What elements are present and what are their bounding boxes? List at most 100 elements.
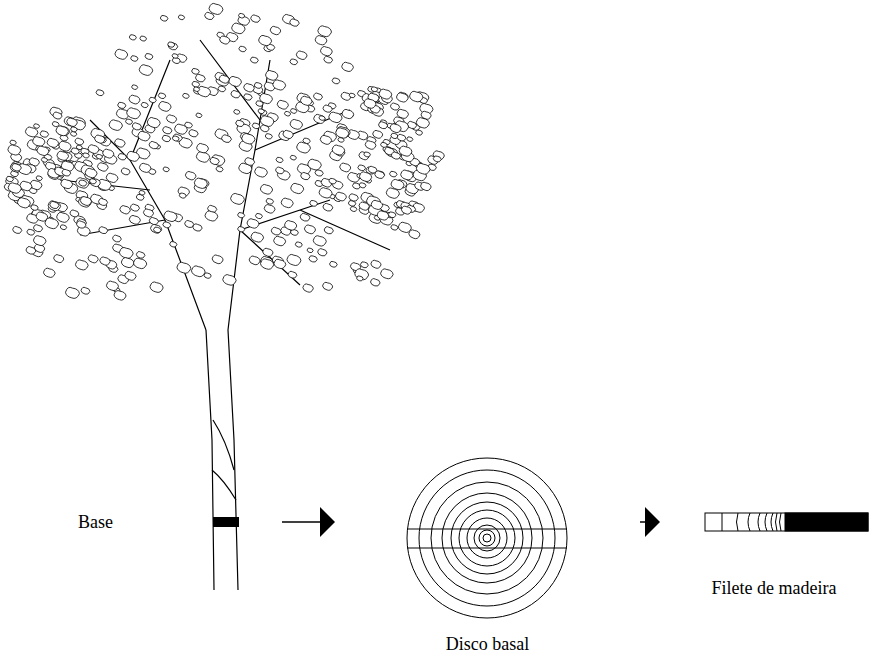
- leaf-cluster: [31, 205, 38, 211]
- leaf-cluster: [251, 232, 264, 242]
- leaf-cluster: [118, 102, 126, 109]
- leaf-cluster: [310, 200, 318, 206]
- branch: [60, 40, 390, 285]
- leaf-cluster: [54, 255, 64, 263]
- leaf-cluster: [309, 256, 317, 263]
- leaf-cluster: [399, 146, 412, 156]
- leaf-cluster: [159, 101, 171, 111]
- leaf-cluster: [40, 131, 49, 138]
- wood-strip: [705, 513, 868, 531]
- leaf-cluster: [139, 163, 151, 172]
- leaf-cluster: [359, 183, 366, 188]
- leaf-cluster: [397, 93, 409, 102]
- leaf-cluster: [88, 255, 98, 263]
- strip-rings: [722, 513, 781, 531]
- tree-branches: [60, 40, 390, 590]
- leaf-cluster: [119, 247, 133, 258]
- leaf-cluster: [238, 212, 245, 218]
- leaf-cluster: [97, 163, 108, 172]
- growth-ring: [419, 470, 555, 606]
- leaf-cluster: [379, 122, 388, 129]
- process-arrow: [282, 507, 335, 537]
- leaf-cluster: [80, 197, 91, 206]
- leaf-cluster: [358, 165, 366, 171]
- base-band: [213, 517, 239, 527]
- leaf-cluster: [263, 248, 273, 256]
- leaf-cluster: [242, 133, 255, 144]
- leaf-cluster: [391, 225, 398, 231]
- base-label-area: Base: [75, 505, 282, 541]
- trunk-twist: [212, 420, 236, 500]
- figure-label: Disco basal: [446, 634, 529, 656]
- leaf-cluster: [260, 125, 269, 132]
- figure-label: Filete de madeira: [712, 578, 837, 600]
- leaf-cluster: [127, 108, 141, 119]
- branch: [90, 120, 206, 330]
- leaf-cluster: [89, 179, 96, 185]
- leaf-cluster: [323, 203, 333, 211]
- leaf-cluster: [60, 225, 66, 230]
- leaf-cluster: [168, 42, 178, 50]
- leaf-cluster: [96, 154, 102, 159]
- leaf-cluster: [231, 90, 241, 98]
- leaf-cluster: [36, 176, 42, 181]
- leaf-cluster: [95, 135, 105, 143]
- leaf-cluster: [196, 152, 209, 163]
- leaf-cluster: [319, 116, 325, 121]
- leaf-cluster: [318, 249, 327, 256]
- leaf-cluster: [377, 211, 389, 220]
- leaf-cluster: [204, 273, 211, 279]
- leaf-cluster: [401, 206, 411, 214]
- leaf-cluster: [193, 224, 202, 231]
- leaf-cluster: [121, 258, 134, 268]
- leaf-cluster: [300, 213, 310, 221]
- leaf-cluster: [281, 198, 293, 208]
- cut-line: [407, 548, 567, 549]
- leaf-cluster: [158, 93, 165, 99]
- leaf-cluster: [249, 256, 260, 265]
- leaf-cluster: [388, 212, 396, 218]
- leaf-cluster: [70, 210, 79, 217]
- leaf-cluster: [342, 62, 354, 71]
- leaf-cluster: [250, 57, 258, 63]
- leaf-cluster: [255, 167, 268, 177]
- leaf-cluster: [125, 271, 136, 280]
- leaf-cluster: [391, 179, 404, 189]
- leaf-cluster: [364, 99, 376, 109]
- leaf-cluster: [81, 287, 90, 294]
- leaf-cluster: [315, 36, 327, 45]
- leaf-cluster: [304, 225, 315, 234]
- leaf-cluster: [247, 219, 259, 229]
- leaf-cluster: [260, 184, 272, 194]
- leaf-cluster: [291, 183, 304, 193]
- leaf-cluster: [50, 201, 59, 208]
- leaf-cluster: [132, 85, 138, 90]
- leaf-cluster: [160, 15, 168, 21]
- leaf-cluster: [194, 87, 200, 92]
- leaf-cluster: [216, 166, 223, 172]
- leaf-cluster: [26, 247, 36, 255]
- leaf-cluster: [261, 259, 274, 270]
- leaf-cluster: [338, 137, 344, 142]
- leaf-cluster: [301, 172, 310, 179]
- leaf-cluster: [65, 287, 79, 298]
- leaf-cluster: [141, 102, 148, 108]
- leaf-cluster: [256, 101, 263, 107]
- leaf-cluster: [379, 89, 392, 99]
- leaf-cluster: [183, 93, 190, 98]
- strip-outline: [705, 513, 868, 531]
- leaf-cluster: [164, 211, 177, 222]
- leaf-cluster: [340, 163, 351, 172]
- leaf-cluster: [244, 94, 252, 101]
- leaf-cluster: [276, 167, 285, 174]
- leaf-cluster: [136, 252, 145, 259]
- leaf-cluster: [192, 81, 200, 87]
- arrow-head: [645, 507, 660, 537]
- leaf-cluster: [6, 176, 13, 182]
- leaf-cluster: [290, 155, 296, 160]
- leaf-cluster: [252, 123, 260, 129]
- leaf-cluster: [324, 227, 333, 234]
- leaf-cluster: [270, 26, 281, 34]
- leaf-cluster: [288, 271, 297, 278]
- leaf-cluster: [274, 236, 286, 246]
